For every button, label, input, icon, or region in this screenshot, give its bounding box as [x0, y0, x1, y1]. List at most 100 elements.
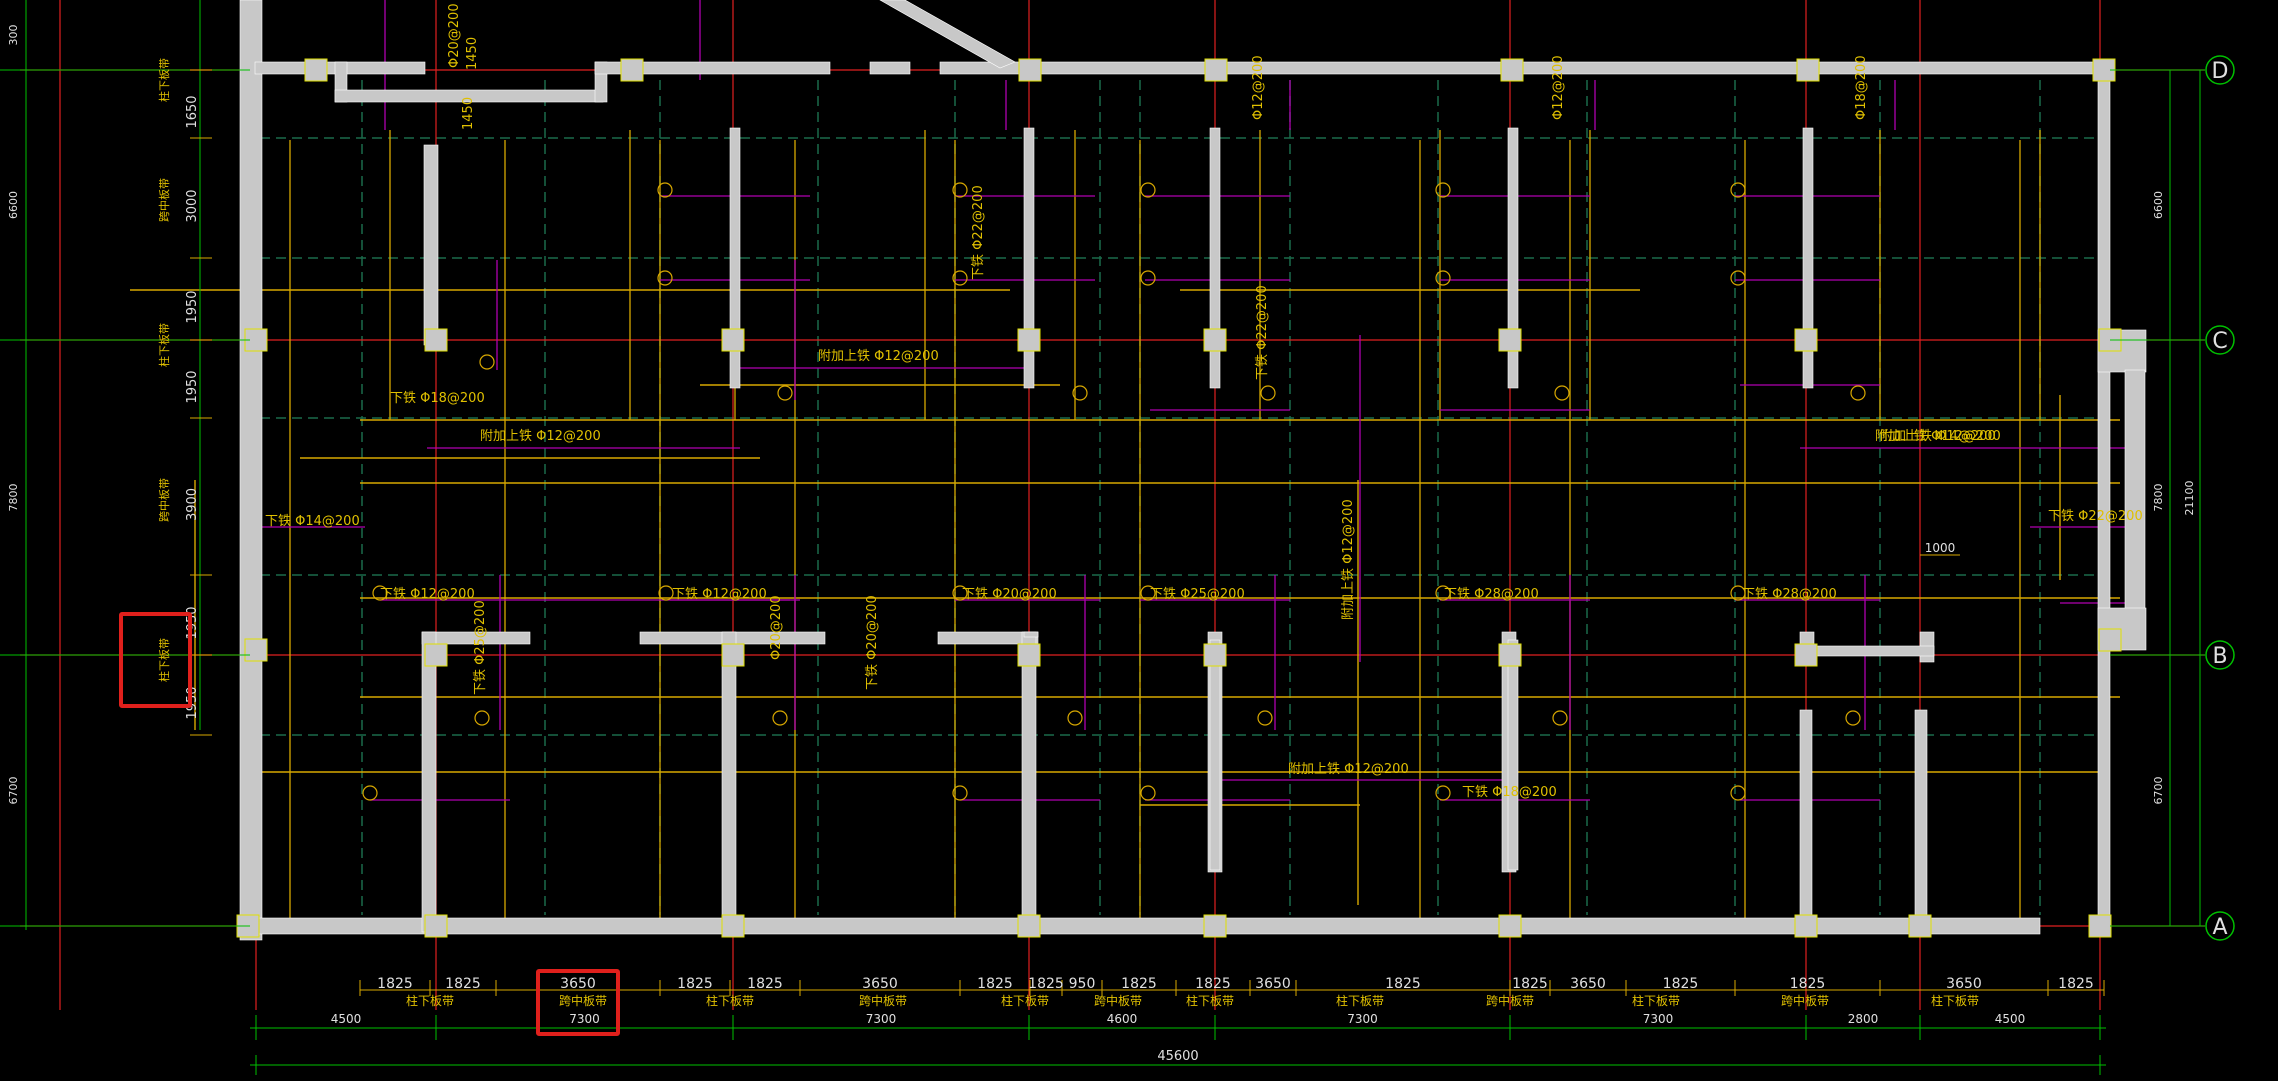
highlight-box-bottom — [536, 969, 620, 1036]
wall-diagonal — [879, 0, 1016, 69]
rebar-label: 附加上铁 Φ12@200 — [480, 429, 601, 444]
wall-segment — [1507, 127, 1519, 389]
dim-text-bottom-a: 3650 — [1946, 976, 1982, 992]
grid-label-D: D — [2212, 59, 2229, 84]
dim-text-bottom-a: 1825 — [1512, 976, 1548, 992]
highlight-box-left — [119, 612, 192, 708]
wall-segment — [1914, 709, 1928, 931]
column — [1498, 914, 1522, 938]
detail-bubble — [372, 585, 388, 601]
column — [1017, 914, 1041, 938]
detail-bubble — [1140, 182, 1156, 198]
wall-segment — [594, 61, 831, 75]
rebar-label: 下铁 Φ20@200 — [962, 587, 1057, 602]
detail-bubble — [1140, 585, 1156, 601]
column — [1203, 328, 1227, 352]
wall-segment — [1209, 639, 1221, 871]
dim-text-bottom-total: 45600 — [1157, 1049, 1198, 1064]
rebar-label: Φ12@200 — [1551, 55, 1566, 120]
rebar-label: 下铁 Φ14@200 — [265, 514, 360, 529]
dim-text-bottom-a: 1825 — [1121, 976, 1157, 992]
strip-label-left: 跨中板带 — [157, 478, 171, 522]
wall-segment — [421, 631, 437, 933]
dim-text-left-outer: 300 — [7, 25, 20, 46]
grid-bubble-C — [2205, 325, 2235, 355]
column — [1018, 58, 1042, 82]
grid-label-B: B — [2212, 644, 2227, 669]
dim-text-bottom-a: 1825 — [1028, 976, 1064, 992]
strip-label-bottom: 柱下板带 — [406, 993, 454, 1008]
strip-label-bottom: 柱下板带 — [1931, 993, 1979, 1008]
strip-label-bottom: 柱下板带 — [1336, 993, 1384, 1008]
detail-bubble — [1140, 785, 1156, 801]
wall-segment — [1799, 709, 1813, 931]
column — [620, 58, 644, 82]
rebar-label: 下铁 Φ28@200 — [1444, 587, 1539, 602]
dim-text-bottom-b: 7300 — [1643, 1012, 1674, 1026]
rebar-label: 1450 — [461, 97, 476, 130]
rebar-label: 附加上铁 Φ12@200 — [1288, 762, 1409, 777]
rebar-label: Φ12@200 — [1251, 55, 1266, 120]
detail-bubble — [479, 354, 495, 370]
column — [424, 328, 448, 352]
column — [1908, 914, 1932, 938]
column — [1794, 914, 1818, 938]
dim-text-bottom-a: 1825 — [747, 976, 783, 992]
column — [1794, 643, 1818, 667]
dim-text-left-outer: 6700 — [7, 777, 20, 805]
dim-text-right-outer: 6700 — [2152, 777, 2165, 805]
strip-label-bottom: 柱下板带 — [1186, 993, 1234, 1008]
strip-label-left: 柱下板带 — [157, 638, 171, 682]
dim-text-right-outer: 6600 — [2152, 191, 2165, 219]
dim-text-bottom-a: 1825 — [1195, 976, 1231, 992]
rebar-label: 附加上铁 Φ12@200 — [818, 349, 939, 364]
column — [1017, 643, 1041, 667]
strip-label-bottom: 柱下板带 — [1001, 993, 1049, 1008]
strip-label-bottom: 柱下板带 — [1632, 993, 1680, 1008]
column — [1498, 643, 1522, 667]
dim-text-bottom-a: 3650 — [560, 976, 596, 992]
wall-segment — [1802, 127, 1814, 389]
dim-text-bottom-a: 3650 — [1570, 976, 1606, 992]
dim-text-left-inner: 1950 — [185, 290, 200, 323]
grid-bubble-D — [2205, 55, 2235, 85]
dim-text-bottom-a: 1825 — [1663, 976, 1699, 992]
dim-text-bottom-a: 1825 — [677, 976, 713, 992]
dim-text-bottom-a: 3650 — [862, 976, 898, 992]
detail-bubble — [1435, 585, 1451, 601]
rebar-label: 下铁 Φ18@200 — [390, 391, 485, 406]
column — [424, 914, 448, 938]
wall-segment — [729, 127, 741, 389]
detail-bubble — [1260, 385, 1276, 401]
column — [1203, 643, 1227, 667]
rebar-label: 下铁 Φ22@200 — [2048, 509, 2143, 524]
detail-bubble — [777, 385, 793, 401]
detail-bubble — [1554, 385, 1570, 401]
wall-segment — [1799, 645, 1935, 657]
rebar-label: 下铁 Φ22@200 — [971, 185, 986, 280]
detail-bubble — [1850, 385, 1866, 401]
detail-bubble — [952, 585, 968, 601]
detail-bubble — [1435, 270, 1451, 286]
dim-text-bottom-b: 7300 — [866, 1012, 897, 1026]
dim-text-bottom-a: 1825 — [1790, 976, 1826, 992]
detail-bubble — [1730, 585, 1746, 601]
grid-label-A: A — [2212, 915, 2227, 940]
detail-bubble — [362, 785, 378, 801]
wall-segment — [1507, 639, 1519, 871]
wall-segment — [1209, 127, 1221, 389]
wall-segment — [1021, 631, 1037, 933]
dim-text-left-inner: 3900 — [185, 488, 200, 521]
dim-text-1000: 1000 — [1925, 541, 1956, 555]
dim-text-bottom-b: 7300 — [1347, 1012, 1378, 1026]
dim-text-bottom-a: 3650 — [1255, 976, 1291, 992]
wall-segment — [939, 61, 2113, 75]
column — [1017, 328, 1041, 352]
rebar-label: 附加上铁 Φ12@200 — [1341, 499, 1356, 620]
column — [721, 914, 745, 938]
rebar-label: 下铁 Φ18@200 — [1462, 785, 1557, 800]
column — [1498, 328, 1522, 352]
rebar-label: 附加上铁 Φ14@200 — [1875, 429, 1996, 444]
